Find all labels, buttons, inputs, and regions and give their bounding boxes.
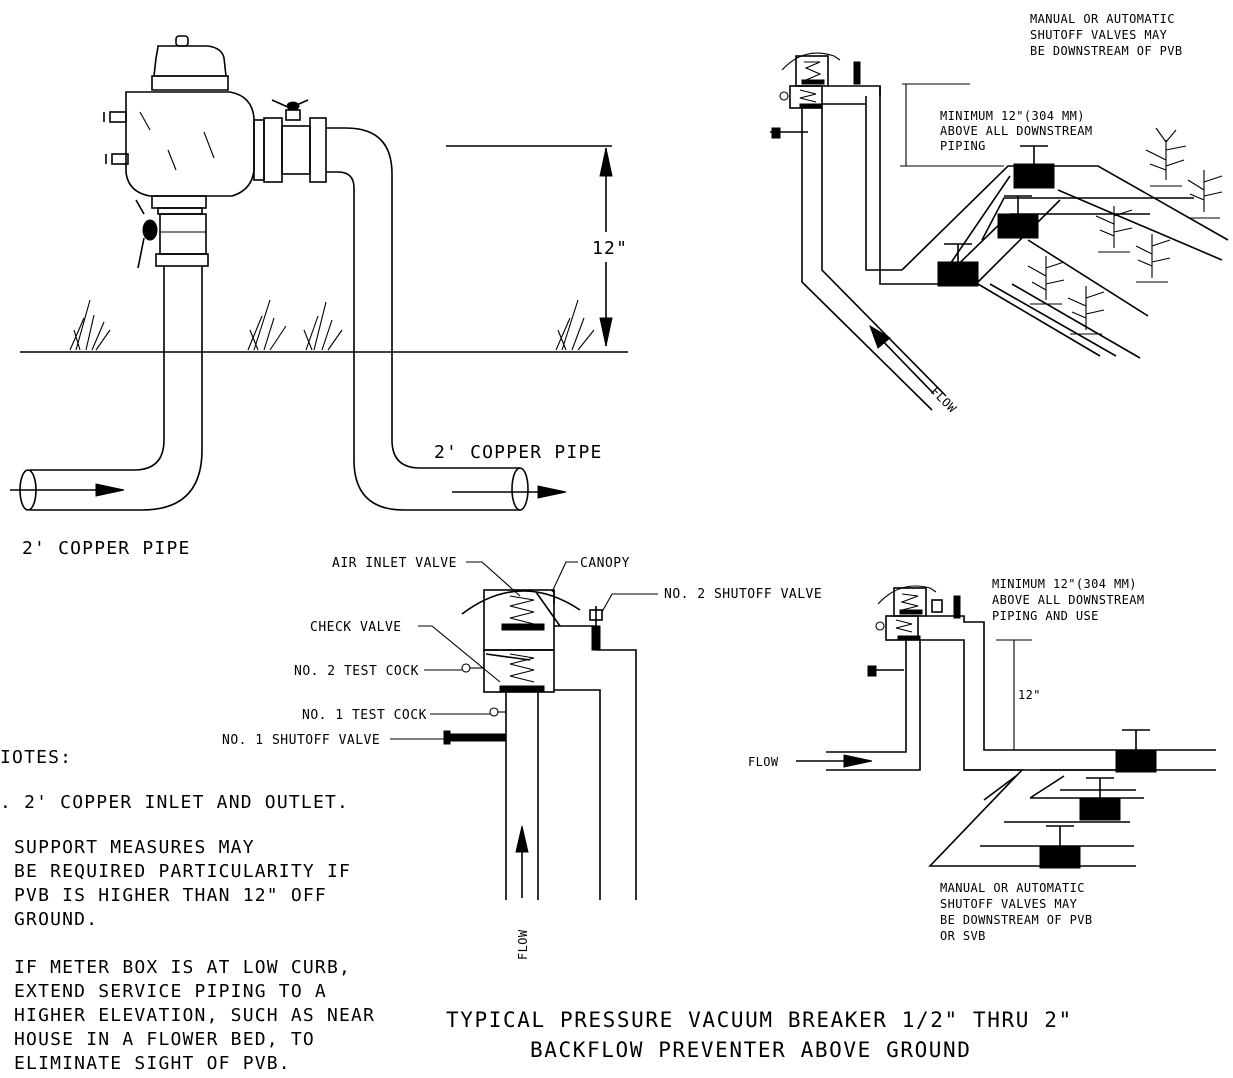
zone-valve-icon xyxy=(937,145,1055,287)
top-right-min-line3: PIPING xyxy=(940,139,986,153)
bottom-note-line3: BE DOWNSTREAM OF PVB xyxy=(940,913,1093,927)
canopy-label: CANOPY xyxy=(580,556,630,571)
bottom-min-line2: ABOVE ALL DOWNSTREAM xyxy=(992,593,1145,607)
note-1: . 2' COPPER INLET AND OUTLET. xyxy=(0,792,349,813)
flow-label-bottom: FLOW xyxy=(748,755,779,769)
check-valve-label: CHECK VALVE xyxy=(310,620,402,635)
flow-label-center: FLOW xyxy=(516,929,530,960)
note-3-line3: HIGHER ELEVATION, SUCH AS NEAR xyxy=(14,1005,375,1026)
note-3-line2: EXTEND SERVICE PIPING TO A xyxy=(14,981,327,1002)
mini-pvb-icon xyxy=(867,585,961,677)
test-cock-icon xyxy=(489,707,499,717)
shutoff-handle-icon xyxy=(135,199,158,269)
height-dimension: 12" xyxy=(446,145,628,347)
flow-label-top: FLOW xyxy=(928,384,960,416)
pvb-body-icon xyxy=(125,91,255,267)
pvb-section-view: FLOW AIR INLET VALVE CANOPY CHECK VALVE … xyxy=(222,556,822,960)
notes-block: IOTES: . 2' COPPER INLET AND OUTLET. SUP… xyxy=(0,747,375,1074)
top-right-note-line1: MANUAL OR AUTOMATIC xyxy=(1030,12,1175,26)
note-3-line5: ELIMINATE SIGHT OF PVB. xyxy=(14,1053,291,1074)
bottom-min-line3: PIPING AND USE xyxy=(992,609,1099,623)
air-inlet-valve-label: AIR INLET VALVE xyxy=(332,556,457,571)
note-2-line3: PVB IS HIGHER THAN 12" OFF xyxy=(14,885,327,906)
bottom-height-label: 12" xyxy=(1018,688,1041,702)
bottom-note-line4: OR SVB xyxy=(940,929,986,943)
irrigation-zone-view-bottom: FLOW 12" MINIMUM 12"(304 MM) ABOVE ALL D… xyxy=(748,577,1216,943)
pvb-canopy-icon xyxy=(151,35,229,91)
inlet-pipe-label: 2' COPPER PIPE xyxy=(22,538,191,559)
canopy-arc xyxy=(461,590,581,615)
top-right-min-line1: MINIMUM 12"(304 MM) xyxy=(940,109,1085,123)
title-line1: TYPICAL PRESSURE VACUUM BREAKER 1/2" THR… xyxy=(446,1008,1073,1032)
drawing-title: TYPICAL PRESSURE VACUUM BREAKER 1/2" THR… xyxy=(446,1008,1073,1062)
note-2-line2: BE REQUIRED PARTICULARITY IF xyxy=(14,861,351,882)
top-right-min-line2: ABOVE ALL DOWNSTREAM xyxy=(940,124,1093,138)
spring-icon xyxy=(509,595,535,625)
note-2-line1: SUPPORT MEASURES MAY xyxy=(14,837,255,858)
no2-shutoff-valve-label: NO. 2 SHUTOFF VALVE xyxy=(664,587,822,602)
outlet-valve-icon xyxy=(253,99,327,183)
top-right-note-line2: SHUTOFF VALVES MAY xyxy=(1030,28,1168,42)
supply-pipe-top xyxy=(801,108,947,411)
irrigation-zone-view-top: MANUAL OR AUTOMATIC SHUTOFF VALVES MAY B… xyxy=(770,12,1229,416)
no1-test-cock-label: NO. 1 TEST COCK xyxy=(302,708,427,723)
inlet-pipe xyxy=(30,266,203,511)
bottom-note-line2: SHUTOFF VALVES MAY xyxy=(940,897,1078,911)
flow-arrow-icon xyxy=(10,483,567,499)
no2-test-cock-label: NO. 2 TEST COCK xyxy=(294,664,419,679)
height-label: 12" xyxy=(592,238,628,259)
title-line2: BACKFLOW PREVENTER ABOVE GROUND xyxy=(530,1038,972,1062)
note-3-line4: HOUSE IN A FLOWER BED, TO xyxy=(14,1029,315,1050)
test-cock-icon xyxy=(461,663,471,673)
check-spring-icon xyxy=(509,653,535,683)
bottom-note-line1: MANUAL OR AUTOMATIC xyxy=(940,881,1085,895)
test-cock-icon xyxy=(103,111,129,165)
bottom-min-line1: MINIMUM 12"(304 MM) xyxy=(992,577,1137,591)
top-right-note-line3: BE DOWNSTREAM OF PVB xyxy=(1030,44,1183,58)
note-2-line4: GROUND. xyxy=(14,909,98,930)
zone-valve-icon xyxy=(1039,729,1157,869)
sprinkler-plant-icon xyxy=(1027,127,1223,335)
pvb-elevation-view: 12" 2' COPPER PIPE 2' COPPER PIPE xyxy=(10,35,628,559)
grass-icon xyxy=(69,299,595,351)
outlet-pipe-label: 2' COPPER PIPE xyxy=(434,442,603,463)
leader-lines xyxy=(390,561,658,740)
notes-heading: IOTES: xyxy=(0,747,72,768)
supply-pipe-bottom xyxy=(826,640,921,771)
shutoff-valve-icon xyxy=(443,733,507,742)
note-3-line1: IF METER BOX IS AT LOW CURB, xyxy=(14,957,351,978)
outlet-pipe xyxy=(326,127,520,511)
inlet-riser xyxy=(505,692,539,900)
mini-pvb-icon xyxy=(770,52,861,139)
no1-shutoff-valve-label: NO. 1 SHUTOFF VALVE xyxy=(222,733,380,748)
